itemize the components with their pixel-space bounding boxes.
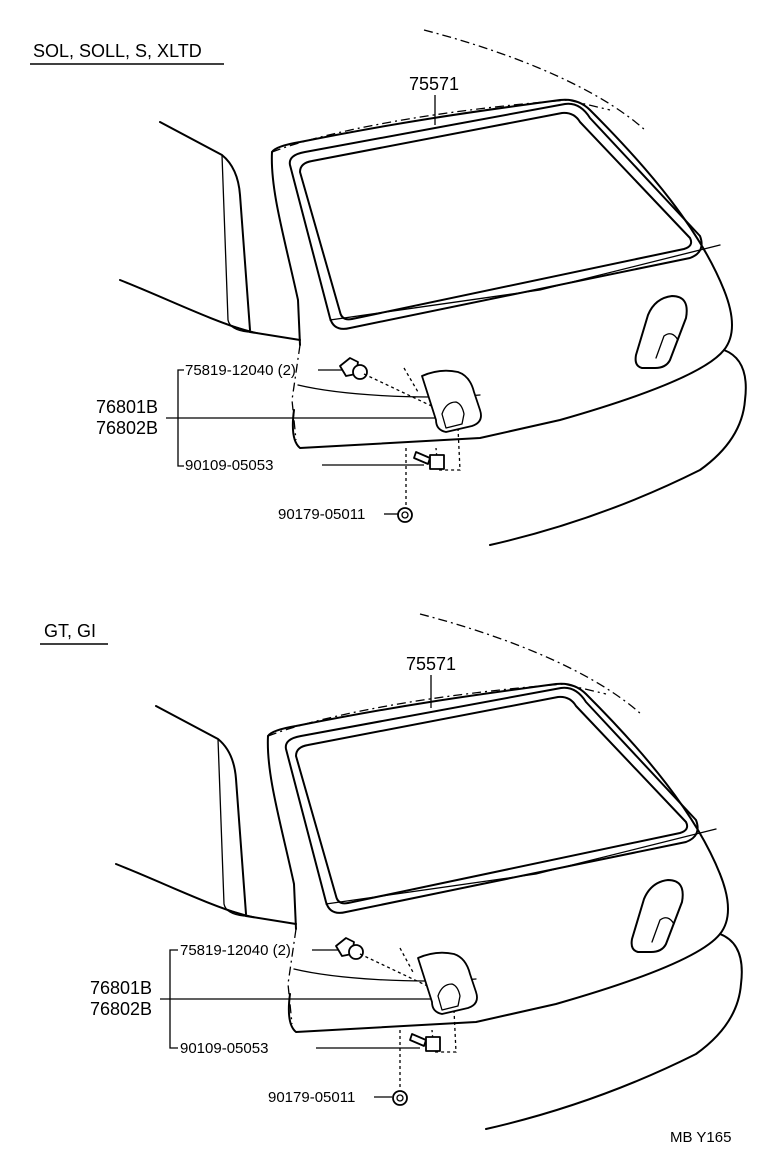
label-clip: 75819-12040 (2) (180, 942, 291, 959)
clip-icon (335, 937, 364, 960)
nut-icon (397, 507, 413, 523)
section-bottom: GT, GI 75571 75819-12040 (2) 76801B 7680… (40, 613, 743, 1130)
label-nut: 90179-05011 (268, 1089, 355, 1106)
screw-icon (413, 451, 445, 470)
garnish-icon (421, 369, 482, 433)
dashed-path (359, 953, 437, 991)
label-weatherstrip: 75571 (409, 74, 459, 94)
label-screw: 90109-05053 (180, 1040, 268, 1057)
clip-icon (339, 357, 368, 380)
label-screw: 90109-05053 (185, 457, 273, 474)
label-garnish-rh: 76801B (90, 978, 152, 998)
label-weatherstrip: 75571 (406, 654, 456, 674)
garnish-icon (417, 951, 478, 1015)
label-garnish-lh: 76802B (90, 999, 152, 1019)
screw-icon (409, 1033, 441, 1052)
nut-icon (392, 1090, 408, 1106)
figure-reference: MB Y165 (670, 1129, 731, 1146)
label-nut: 90179-05011 (278, 506, 365, 523)
label-garnish-rh: 76801B (96, 397, 158, 417)
section-heading: GT, GI (44, 621, 96, 641)
section-heading: SOL, SOLL, S, XLTD (33, 41, 202, 61)
label-clip: 75819-12040 (2) (185, 362, 296, 379)
section-top: SOL, SOLL, S, XLTD 75571 75819-12040 (2)… (30, 29, 747, 546)
dashed-path (363, 373, 441, 411)
label-garnish-lh: 76802B (96, 418, 158, 438)
